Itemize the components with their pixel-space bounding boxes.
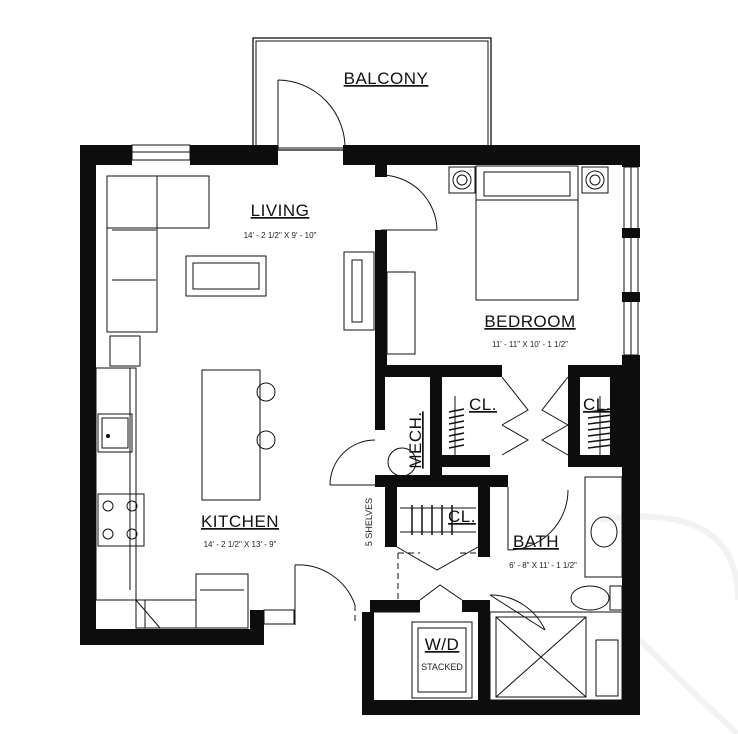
laundry-note: STACKED bbox=[421, 662, 463, 672]
balcony-label: BALCONY bbox=[344, 69, 429, 88]
mech-label: MECH. bbox=[406, 411, 425, 468]
dresser bbox=[386, 271, 416, 355]
mech-door bbox=[329, 439, 376, 486]
laundry-closet bbox=[370, 611, 473, 699]
kitchen-dimensions: 14' - 2 1/2" X 13' - 9" bbox=[204, 540, 277, 549]
closet-right-doors bbox=[540, 376, 569, 456]
hall-dashed-lines bbox=[354, 552, 478, 625]
sofa bbox=[106, 175, 210, 333]
linen-closet-label: CL. bbox=[448, 507, 476, 526]
closet-left-label: CL. bbox=[469, 395, 497, 414]
refrigerator bbox=[109, 335, 141, 367]
window-bedroom bbox=[622, 166, 640, 356]
bedroom-label: BEDROOM bbox=[484, 312, 575, 331]
shower bbox=[489, 611, 623, 701]
mech-equipment bbox=[387, 447, 417, 477]
toilet bbox=[570, 585, 623, 611]
bath-door bbox=[507, 487, 569, 551]
kitchen-sink bbox=[97, 413, 133, 453]
bedroom-door bbox=[380, 174, 438, 231]
bath-dimensions: 6' - 8" X 11' - 1 1/2" bbox=[509, 561, 577, 570]
nightstand-right bbox=[581, 166, 609, 194]
coffee-table bbox=[185, 255, 267, 297]
closet-left-doors bbox=[501, 376, 530, 456]
bedroom-dimensions: 11' - 11" X 10' - 1 1/2" bbox=[492, 340, 568, 349]
bed bbox=[475, 165, 579, 301]
interior-walls bbox=[370, 165, 622, 705]
balcony bbox=[252, 37, 492, 151]
living-dimensions: 14' - 2 1/2" X 9' - 10" bbox=[244, 231, 317, 240]
closet-right-label: CL. bbox=[583, 395, 611, 414]
bath-label: BATH bbox=[513, 532, 559, 551]
shelves-note: 5 SHELVES bbox=[364, 498, 374, 546]
closet-right-rods bbox=[587, 396, 613, 460]
laundry-doors bbox=[419, 584, 463, 601]
kitchen-label: KITCHEN bbox=[201, 512, 279, 531]
living-label: LIVING bbox=[251, 201, 310, 220]
closet-left-rods bbox=[448, 396, 465, 460]
linen-closet-doors bbox=[396, 546, 479, 571]
kitchen-counter bbox=[95, 367, 197, 629]
tv-console bbox=[343, 251, 375, 331]
window-top-left bbox=[131, 144, 191, 161]
dishwasher bbox=[195, 573, 249, 629]
stovetop bbox=[97, 493, 145, 547]
kitchen-island bbox=[201, 369, 276, 501]
entry-threshold bbox=[263, 609, 295, 625]
bath-shower-door bbox=[489, 594, 546, 631]
nightstand-left bbox=[448, 166, 476, 194]
bath-vanity bbox=[584, 476, 623, 578]
exterior-walls bbox=[80, 145, 640, 715]
entry-door bbox=[294, 564, 356, 625]
laundry-label: W/D bbox=[425, 635, 460, 654]
linen-closet-shelves bbox=[400, 505, 476, 535]
